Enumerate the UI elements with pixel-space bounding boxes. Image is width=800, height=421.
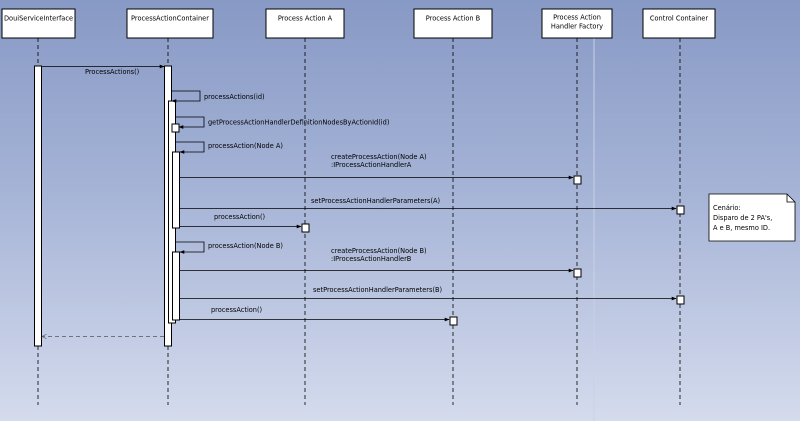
lifeline-header-box <box>642 8 716 39</box>
message-get-handler-definitions: getProcessActionHandlerDefinitionNodesBy… <box>176 116 389 129</box>
message-label: processAction() <box>214 213 265 221</box>
lifeline-process-action-a: Process Action A <box>265 8 345 405</box>
self-message-arrow <box>176 141 205 154</box>
message-label: ProcessActions() <box>85 68 139 76</box>
scenario-note: Cenário: Disparo de 2 PA's, A e B, mesmo… <box>708 193 796 242</box>
lifeline-header-box <box>126 8 214 39</box>
lifeline-process-action-b: Process Action B <box>413 8 493 405</box>
self-message-arrow <box>171 90 201 103</box>
message-processaction-node-a: processAction(Node A) <box>176 141 283 154</box>
activation-bar-nested-b <box>172 251 180 321</box>
message-label-line-1: createProcessAction(Node B) <box>331 247 427 255</box>
message-label: processAction(Node A) <box>208 142 283 150</box>
lifeline-title: ProcessActionContainer <box>131 15 209 23</box>
self-message-arrow <box>176 241 205 254</box>
message-label-line-2: :IProcessActionHandlerA <box>331 161 412 169</box>
note-line-1: Cenário: <box>713 204 741 212</box>
message-createprocessaction-node-a: createProcessAction(Node A) :IProcessAct… <box>180 153 574 180</box>
message-processactions-id: processActions(id) <box>171 90 265 103</box>
message-label: processAction(Node B) <box>208 242 283 250</box>
lifeline-header-box <box>1 8 76 39</box>
lifeline-header-box <box>265 8 345 39</box>
note-box <box>708 193 796 242</box>
message-label: processActions(id) <box>204 93 265 101</box>
message-label: setProcessActionHandlerParameters(A) <box>311 197 440 205</box>
message-createprocessaction-node-b: createProcessAction(Node B) :IProcessAct… <box>180 247 574 273</box>
note-fold <box>786 194 795 203</box>
lifeline-title: Control Container <box>650 15 708 23</box>
lifeline-process-action-handler-factory: Process Action Handler Factory <box>541 8 613 405</box>
lifeline-control-container: Control Container <box>642 8 716 405</box>
lifeline-title: DouiServiceInterface <box>4 15 73 23</box>
note-line-3: A e B, mesmo ID. <box>713 224 770 232</box>
lifeline-header-box <box>413 8 493 39</box>
message-label-line-2: :IProcessActionHandlerB <box>331 255 412 263</box>
self-message-arrow <box>176 116 205 129</box>
activation-bar <box>301 223 310 233</box>
activation-bar <box>34 65 42 347</box>
lifeline-title: Process Action B <box>426 15 481 23</box>
message-label: getProcessActionHandlerDefinitionNodesBy… <box>208 119 389 127</box>
lifeline-douiserviceinterface: DouiServiceInterface <box>1 8 76 405</box>
message-processaction-a: processAction() <box>180 213 302 229</box>
lifeline-title-line-2: Handler Factory <box>551 23 603 31</box>
activation-bar-nested-a <box>172 151 180 229</box>
activation-bar <box>573 175 582 185</box>
activation-bar <box>676 205 685 215</box>
lifeline-title-line-1: Process Action <box>553 14 601 22</box>
lifeline-processactioncontainer: ProcessActionContainer <box>126 8 214 405</box>
activation-bar <box>573 268 582 278</box>
message-sethandlerparameters-a: setProcessActionHandlerParameters(A) <box>180 197 677 211</box>
message-sethandlerparameters-b: setProcessActionHandlerParameters(B) <box>180 286 677 301</box>
activation-bar <box>449 316 458 326</box>
activation-bar-short <box>171 123 180 133</box>
activation-bar <box>676 295 685 305</box>
message-processaction-b: processAction() <box>180 306 450 322</box>
message-label: setProcessActionHandlerParameters(B) <box>313 286 442 294</box>
message-label-line-1: createProcessAction(Node A) <box>331 153 427 161</box>
message-processaction-node-b: processAction(Node B) <box>176 241 283 254</box>
message-processactions: ProcessActions() <box>41 64 165 76</box>
note-line-2: Disparo de 2 PA's, <box>713 214 772 222</box>
message-label: processAction() <box>211 306 262 314</box>
lifeline-title: Process Action A <box>278 15 333 23</box>
